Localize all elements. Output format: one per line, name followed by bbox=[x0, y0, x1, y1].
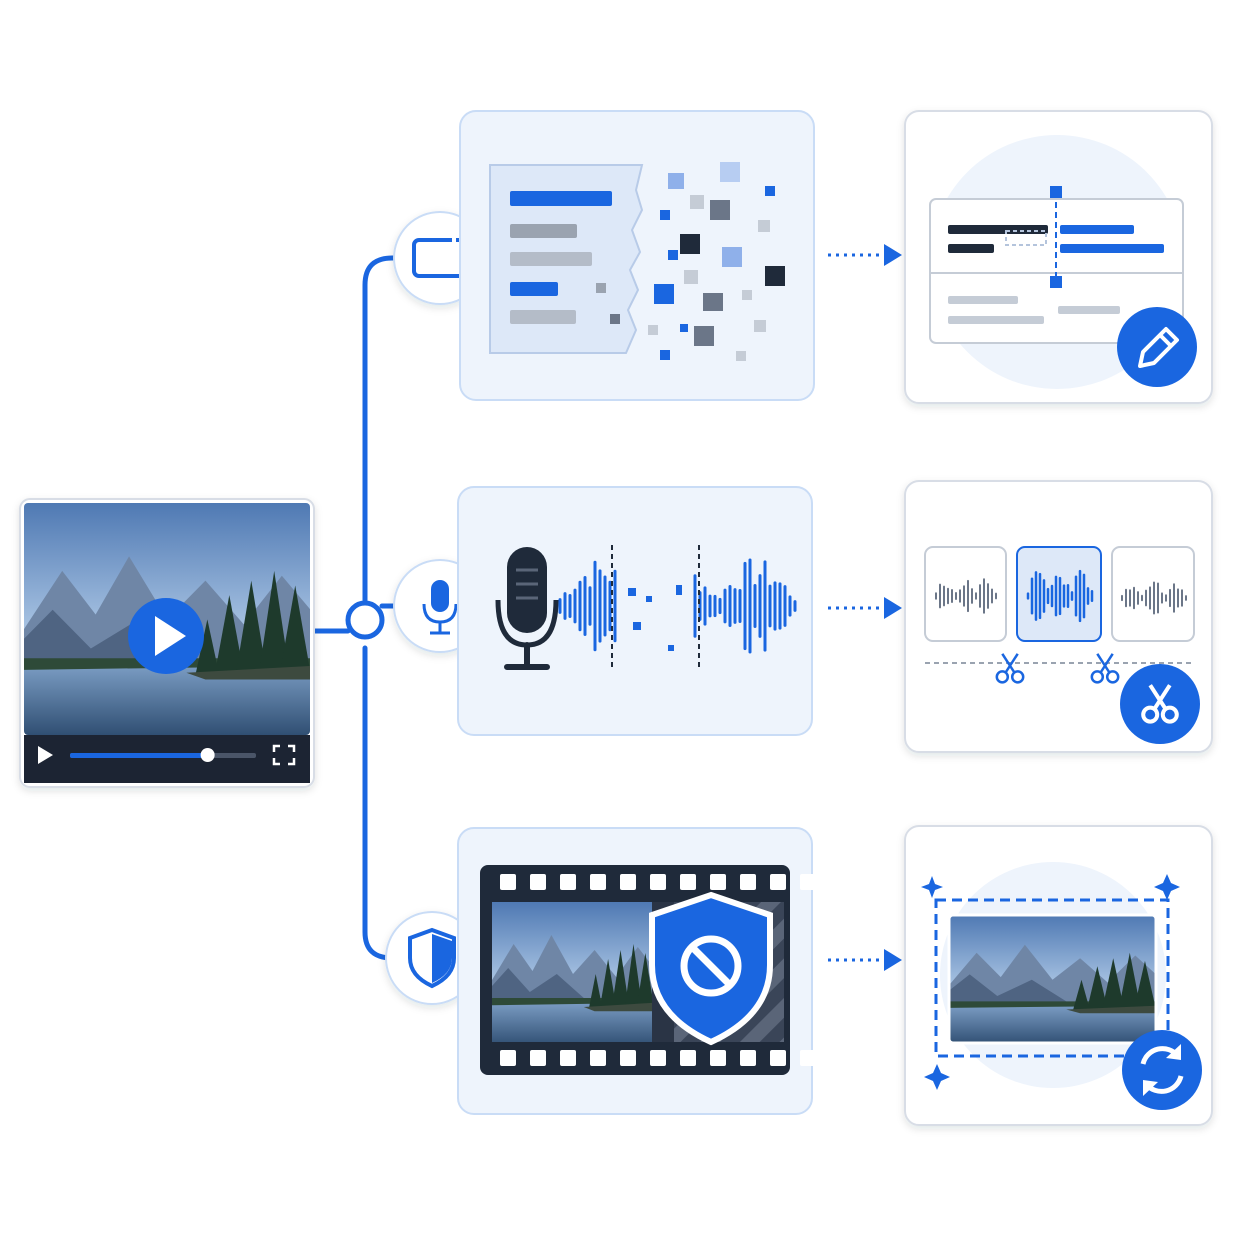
audio-clip[interactable] bbox=[924, 546, 1007, 642]
block-shield-icon bbox=[649, 891, 773, 1046]
sprocket-hole bbox=[590, 874, 606, 890]
shield-icon[interactable] bbox=[385, 911, 479, 1005]
sprocket-hole bbox=[590, 1050, 606, 1066]
result-audio-clips bbox=[904, 480, 1213, 753]
audio-fragments bbox=[628, 585, 682, 651]
panel-audio bbox=[457, 486, 813, 736]
scissors-part bbox=[995, 670, 1010, 684]
play-icon[interactable] bbox=[128, 598, 204, 674]
scissors-part bbox=[1152, 684, 1172, 711]
progress-handle[interactable] bbox=[200, 748, 215, 762]
scissors-icon[interactable] bbox=[995, 653, 1025, 684]
sprocket-hole bbox=[530, 874, 546, 890]
scissors-icon[interactable] bbox=[1090, 653, 1120, 684]
sprocket-hole bbox=[740, 1050, 756, 1066]
sprocket-hole bbox=[500, 1050, 516, 1066]
scissors-part bbox=[1148, 684, 1168, 711]
cut-markers bbox=[611, 545, 700, 668]
fullscreen-icon[interactable] bbox=[272, 744, 296, 766]
panel-screen-capture bbox=[459, 110, 815, 401]
scissors-part bbox=[1160, 705, 1179, 724]
sprocket-hole bbox=[710, 874, 726, 890]
scissors-icon[interactable] bbox=[1120, 664, 1200, 744]
scissors-part bbox=[1010, 670, 1025, 684]
dotted-arrows bbox=[828, 244, 902, 971]
sprocket-hole bbox=[770, 1050, 786, 1066]
junction-node bbox=[345, 600, 385, 640]
pixel-fragments bbox=[596, 162, 785, 361]
source-video-player[interactable] bbox=[19, 498, 315, 788]
scissors-part bbox=[1141, 705, 1160, 724]
sprocket-hole bbox=[800, 1050, 816, 1066]
studio-microphone-icon bbox=[495, 547, 559, 670]
sprocket-hole bbox=[680, 1050, 696, 1066]
sprocket-hole bbox=[650, 874, 666, 890]
scissors-part bbox=[1105, 670, 1120, 684]
sprocket-hole bbox=[560, 1050, 576, 1066]
panel-protection bbox=[457, 827, 816, 1115]
scissors-part bbox=[1096, 653, 1111, 674]
sprocket-hole bbox=[710, 1050, 726, 1066]
result-editable-text bbox=[904, 110, 1213, 404]
refresh-icon[interactable] bbox=[1122, 1030, 1202, 1110]
small-play-icon[interactable] bbox=[38, 746, 53, 764]
sprocket-hole bbox=[770, 874, 786, 890]
scissors-part bbox=[1004, 653, 1019, 674]
scissors-part bbox=[1099, 653, 1114, 674]
progress-fill bbox=[70, 753, 208, 758]
sprocket-hole bbox=[800, 874, 816, 890]
sprocket-hole bbox=[620, 1050, 636, 1066]
scissors-part bbox=[1090, 670, 1105, 684]
sprocket-hole bbox=[740, 874, 756, 890]
sprocket-hole bbox=[650, 1050, 666, 1066]
sprocket-hole bbox=[500, 874, 516, 890]
sprocket-hole bbox=[620, 874, 636, 890]
sprocket-hole bbox=[680, 874, 696, 890]
waveform bbox=[558, 558, 797, 654]
pencil-edit-icon[interactable] bbox=[1117, 307, 1197, 387]
result-replaced-clip bbox=[904, 825, 1213, 1126]
sprocket-hole bbox=[560, 874, 576, 890]
film-sprockets bbox=[500, 874, 816, 1066]
sprocket-hole bbox=[530, 1050, 546, 1066]
scissors-part bbox=[1001, 653, 1016, 674]
sparkle-icon bbox=[921, 874, 1180, 1090]
